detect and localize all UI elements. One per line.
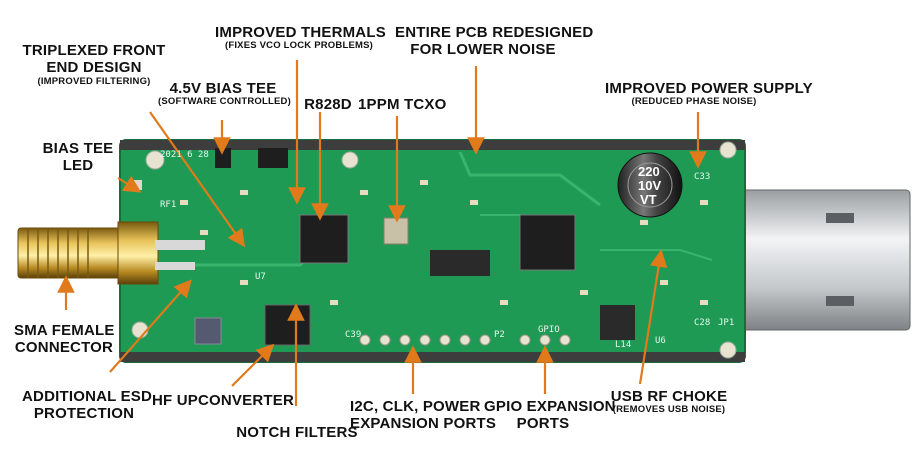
board-c28: C28 xyxy=(694,318,711,328)
board-p2: P2 xyxy=(494,330,505,340)
board-jp1: JP1 xyxy=(718,318,735,328)
label-usb-rf-choke: USB RF CHOKE (REMOVES USB NOISE) xyxy=(610,388,728,416)
label-hf-upconverter: HF UPCONVERTER xyxy=(152,392,294,409)
label-power-supply: IMPROVED POWER SUPPLY (REDUCED PHASE NOI… xyxy=(605,80,813,108)
label-pcb-redesigned: ENTIRE PCB REDESIGNED FOR LOWER NOISE xyxy=(395,24,594,59)
label-bias-tee-45v: 4.5V BIAS TEE (SOFTWARE CONTROLLED) xyxy=(158,80,291,108)
board-l14: L14 xyxy=(615,340,632,350)
cap-value-2: 10V xyxy=(638,178,662,193)
label-r828d: R828D xyxy=(304,96,352,113)
board-c33: C33 xyxy=(694,172,711,182)
label-bias-tee-led: BIAS TEE LED xyxy=(42,140,114,175)
cap-value-1: 220 xyxy=(638,164,660,179)
sma-connector xyxy=(17,221,205,285)
board-u7: U7 xyxy=(255,272,266,282)
label-tcxo: 1PPM TCXO xyxy=(358,96,447,113)
label-sma-connector: SMA FEMALE CONNECTOR xyxy=(14,322,115,357)
board-rf1: RF1 xyxy=(160,200,177,210)
cap-value-3: VT xyxy=(640,192,657,207)
board-gpio: GPIO xyxy=(538,325,560,335)
board-c39: C39 xyxy=(345,330,362,340)
board-u6: U6 xyxy=(655,336,666,346)
board-date: 2021 6 28 xyxy=(160,150,209,160)
label-esd-protection: ADDITIONAL ESD PROTECTION xyxy=(22,388,153,423)
label-i2c-clk-power: I2C, CLK, POWER EXPANSION PORTS xyxy=(350,398,497,433)
label-improved-thermals: IMPROVED THERMALS (FIXES VCO LOCK PROBLE… xyxy=(215,24,386,52)
label-gpio-expansion: GPIO EXPANSION PORTS xyxy=(484,398,616,433)
label-triplexed-front-end: TRIPLEXED FRONT END DESIGN (IMPROVED FIL… xyxy=(22,42,166,87)
label-notch-filters: NOTCH FILTERS xyxy=(236,424,358,441)
pcb-board xyxy=(119,139,746,363)
callout-arrows xyxy=(57,60,707,406)
capacitor xyxy=(617,152,683,218)
